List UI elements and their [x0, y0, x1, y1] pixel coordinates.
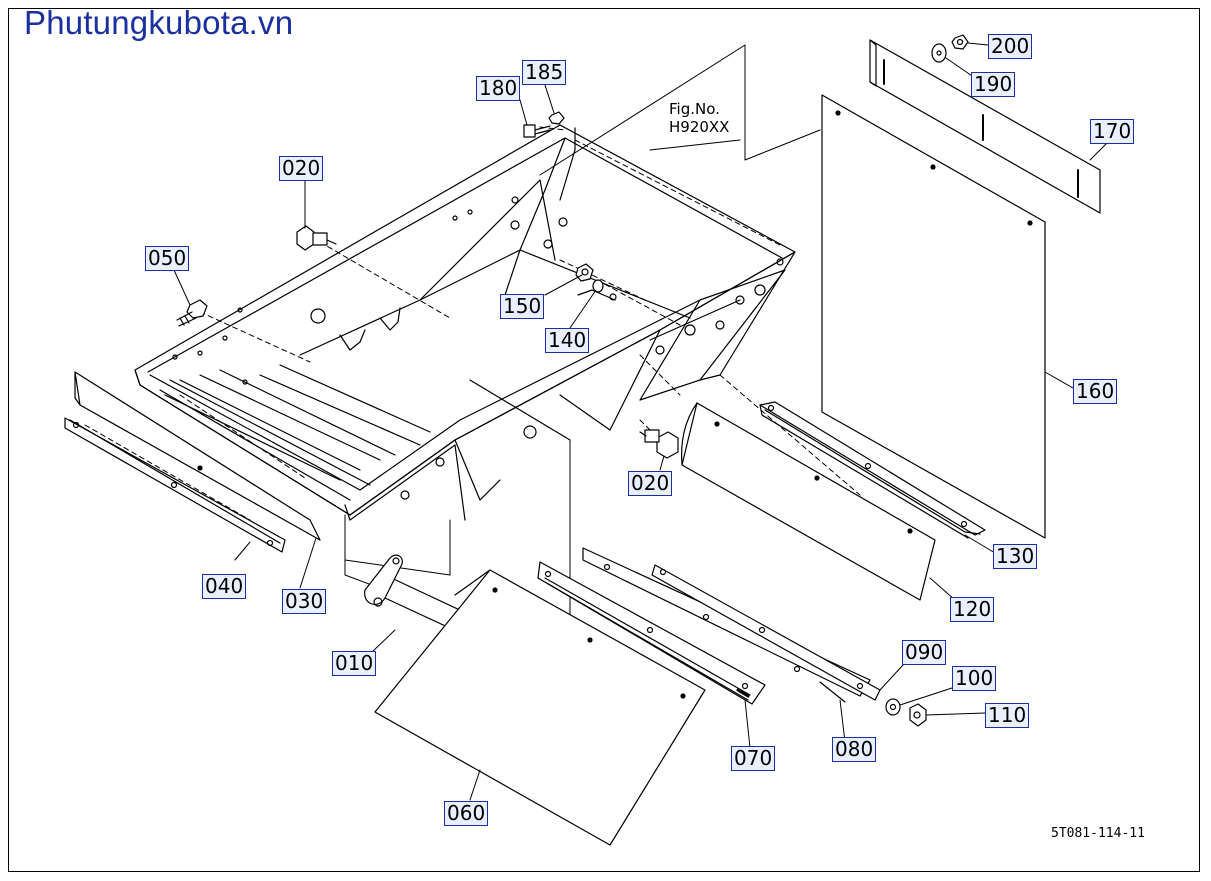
callout-150[interactable]: 150: [500, 294, 545, 319]
callout-090[interactable]: 090: [902, 640, 947, 665]
callout-140[interactable]: 140: [545, 328, 590, 353]
callout-leaders: [173, 42, 1111, 801]
part-140-washer: [592, 279, 604, 293]
part-020-bolt-lower: [639, 429, 679, 459]
callout-020-top[interactable]: 020: [279, 156, 324, 181]
part-190-washer: [931, 43, 947, 63]
part-040-rail: [64, 417, 286, 553]
part-070-rail: [537, 561, 766, 705]
callout-060[interactable]: 060: [444, 801, 489, 826]
part-160-plate: [821, 94, 1046, 539]
callout-120[interactable]: 120: [950, 597, 995, 622]
callout-170[interactable]: 170: [1090, 119, 1135, 144]
callout-180[interactable]: 180: [476, 76, 521, 101]
callout-080[interactable]: 080: [832, 737, 877, 762]
callout-020-bottom[interactable]: 020: [628, 471, 673, 496]
part-060-plate: [374, 569, 706, 846]
part-120-plate: [681, 402, 936, 601]
part-050-bolt: [176, 299, 208, 327]
callout-030[interactable]: 030: [282, 589, 327, 614]
callout-010[interactable]: 010: [332, 651, 377, 676]
callout-185[interactable]: 185: [522, 60, 567, 85]
callout-130[interactable]: 130: [993, 544, 1038, 569]
part-110-nut: [909, 703, 927, 727]
part-030-rubber: [74, 371, 321, 541]
part-170-bar: [869, 39, 1101, 214]
callout-110[interactable]: 110: [985, 703, 1030, 728]
drawing-code: 5T081-114-11: [1051, 826, 1145, 841]
figure-number-value: H920XX: [669, 118, 730, 136]
part-100-washer: [885, 698, 901, 716]
figure-number-caption: Fig.No.: [669, 100, 720, 118]
part-200-nut: [951, 34, 969, 50]
figure-number-label: Fig.No. H920XX: [669, 100, 729, 136]
callout-070[interactable]: 070: [731, 746, 776, 771]
site-watermark: Phutungkubota.vn: [24, 4, 294, 41]
callout-190[interactable]: 190: [971, 72, 1016, 97]
callout-200[interactable]: 200: [988, 34, 1033, 59]
callout-040[interactable]: 040: [202, 574, 247, 599]
part-090-strip: [651, 564, 881, 701]
part-020-bolt-upper: [296, 225, 337, 251]
part-185-nut: [548, 111, 565, 125]
part-180-bolt: [523, 124, 551, 138]
part-150-nut: [575, 263, 594, 282]
callout-100[interactable]: 100: [952, 666, 997, 691]
callout-050[interactable]: 050: [145, 246, 190, 271]
callout-160[interactable]: 160: [1073, 379, 1118, 404]
part-130-rail: [759, 401, 986, 536]
